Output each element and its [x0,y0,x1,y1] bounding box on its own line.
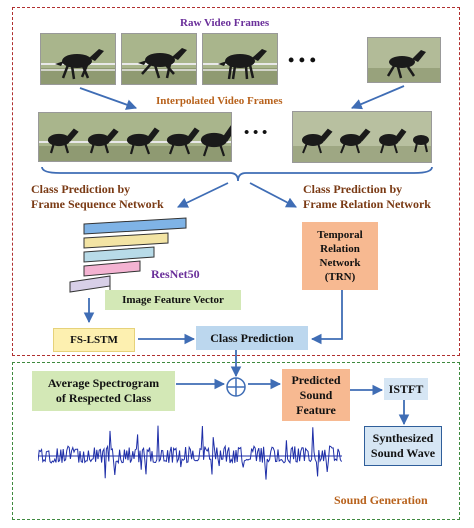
predicted-sound-feature-line: Sound [299,387,333,402]
raw-frames-ellipsis: • • • [288,50,316,70]
trn-line: (TRN) [324,271,356,283]
raw-frame-image [40,33,116,85]
sound-generation-label: Sound Generation [334,493,428,507]
class-prediction-box: Class Prediction [196,326,308,350]
synthesized-sound-wave-box: Synthesized Sound Wave [364,426,442,466]
fsn-heading-line: Class Prediction by [31,182,131,196]
interpolated-frames-strip [38,112,232,162]
frn-heading-line: Frame Relation Network [303,197,431,211]
average-spectrogram-line: of Respected Class [55,391,152,405]
raw-frames-title: Raw Video Frames [180,17,270,29]
raw-frame-image [367,37,441,83]
synthesized-sound-wave-line: Synthesized [372,431,434,445]
interpolated-frames-strip [292,111,432,163]
raw-frame-image [121,33,197,85]
istft-box: ISTFT [384,378,428,400]
interpolated-frames-ellipsis: • • • [244,125,268,141]
raw-frame-image [202,33,278,85]
resnet-layer-stack [69,217,187,298]
trn-line: Network [319,257,361,269]
average-spectrogram-box: Average Spectrogram of Respected Class [32,371,175,411]
trn-box: Temporal Relation Network (TRN) [302,222,378,290]
sound-waveform-image [38,425,342,480]
predicted-sound-feature-line: Predicted [291,372,341,387]
fsn-heading-line: Frame Sequence Network [31,197,164,211]
resnet-label: ResNet50 [151,267,200,281]
predicted-sound-feature-box: Predicted Sound Feature [282,369,350,421]
image-feature-vector-box: Image Feature Vector [105,290,241,310]
frn-heading-line: Class Prediction by [303,182,403,196]
trn-line: Temporal [317,229,363,241]
fs-lstm-box: FS-LSTM [53,328,135,352]
average-spectrogram-line: Average Spectrogram [47,376,160,390]
interpolated-frames-title: Interpolated Video Frames [156,95,283,107]
synthesized-sound-wave-line: Sound Wave [370,446,436,460]
predicted-sound-feature-line: Feature [296,402,336,417]
frn-heading: Class Prediction by Frame Relation Netwo… [303,182,431,212]
trn-line: Relation [320,243,360,255]
fsn-heading: Class Prediction by Frame Sequence Netwo… [31,182,164,212]
